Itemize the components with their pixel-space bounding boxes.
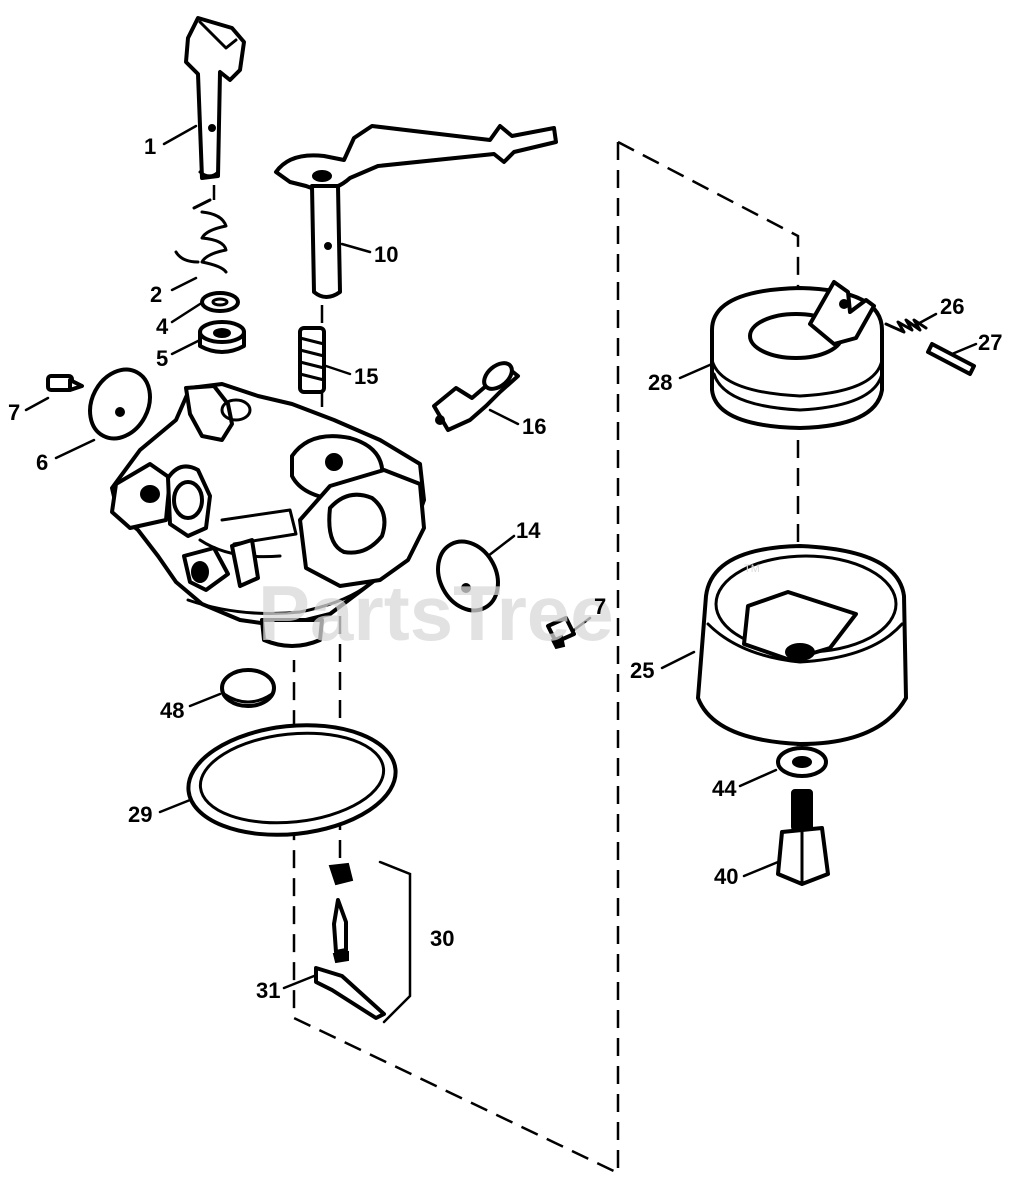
callout-31: 31 xyxy=(256,978,280,1003)
float xyxy=(710,280,884,430)
shaft-seal xyxy=(198,320,246,354)
callout-1: 1 xyxy=(144,134,156,159)
callout-48: 48 xyxy=(160,698,184,723)
watermark-trademark: TM xyxy=(744,563,760,575)
bowl-nut xyxy=(776,789,830,886)
inlet-needle-seat xyxy=(328,862,354,964)
diaphragm-plate xyxy=(88,367,152,441)
watermark: PartsTree TM xyxy=(258,563,760,657)
callout-5: 5 xyxy=(156,346,168,371)
screw-left xyxy=(46,374,84,392)
callout-25: 25 xyxy=(630,658,654,683)
throttle-spring xyxy=(174,198,228,274)
callout-44: 44 xyxy=(712,776,737,801)
callout-16: 16 xyxy=(522,414,546,439)
callout-6: 6 xyxy=(36,450,48,475)
callout-26: 26 xyxy=(940,294,964,319)
callout-10: 10 xyxy=(374,242,398,267)
float-bowl xyxy=(696,544,908,746)
idle-spring xyxy=(298,326,326,394)
bowl-gasket xyxy=(186,723,398,837)
watermark-text: PartsTree xyxy=(258,569,614,657)
callout-4: 4 xyxy=(156,314,169,339)
float-spring xyxy=(884,318,928,334)
callout-27: 27 xyxy=(978,330,1002,355)
primer-diaphragm xyxy=(436,539,500,613)
carburetor-body xyxy=(110,382,426,648)
callout-40: 40 xyxy=(714,864,738,889)
bowl-nut-washer xyxy=(776,746,828,778)
throttle-shaft xyxy=(184,16,246,180)
callout-28: 28 xyxy=(648,370,672,395)
callout-7-left: 7 xyxy=(8,400,20,425)
callout-7-right: 7 xyxy=(594,594,606,619)
float-pin xyxy=(926,342,976,376)
fuel-inlet-fitting xyxy=(432,361,520,432)
callout-2: 2 xyxy=(150,282,162,307)
screw-right xyxy=(546,616,576,650)
choke-shaft xyxy=(274,124,558,299)
float-pin-clip xyxy=(314,966,386,1020)
callout-29: 29 xyxy=(128,802,152,827)
callout-15: 15 xyxy=(354,364,378,389)
welch-plug xyxy=(220,668,276,708)
washer xyxy=(200,291,240,313)
callout-14: 14 xyxy=(516,518,541,543)
callout-labels: 1 2 4 5 6 7 10 15 16 14 7 48 29 30 31 28… xyxy=(8,134,1002,1003)
callout-leaders xyxy=(24,124,978,990)
callout-30: 30 xyxy=(430,926,454,951)
